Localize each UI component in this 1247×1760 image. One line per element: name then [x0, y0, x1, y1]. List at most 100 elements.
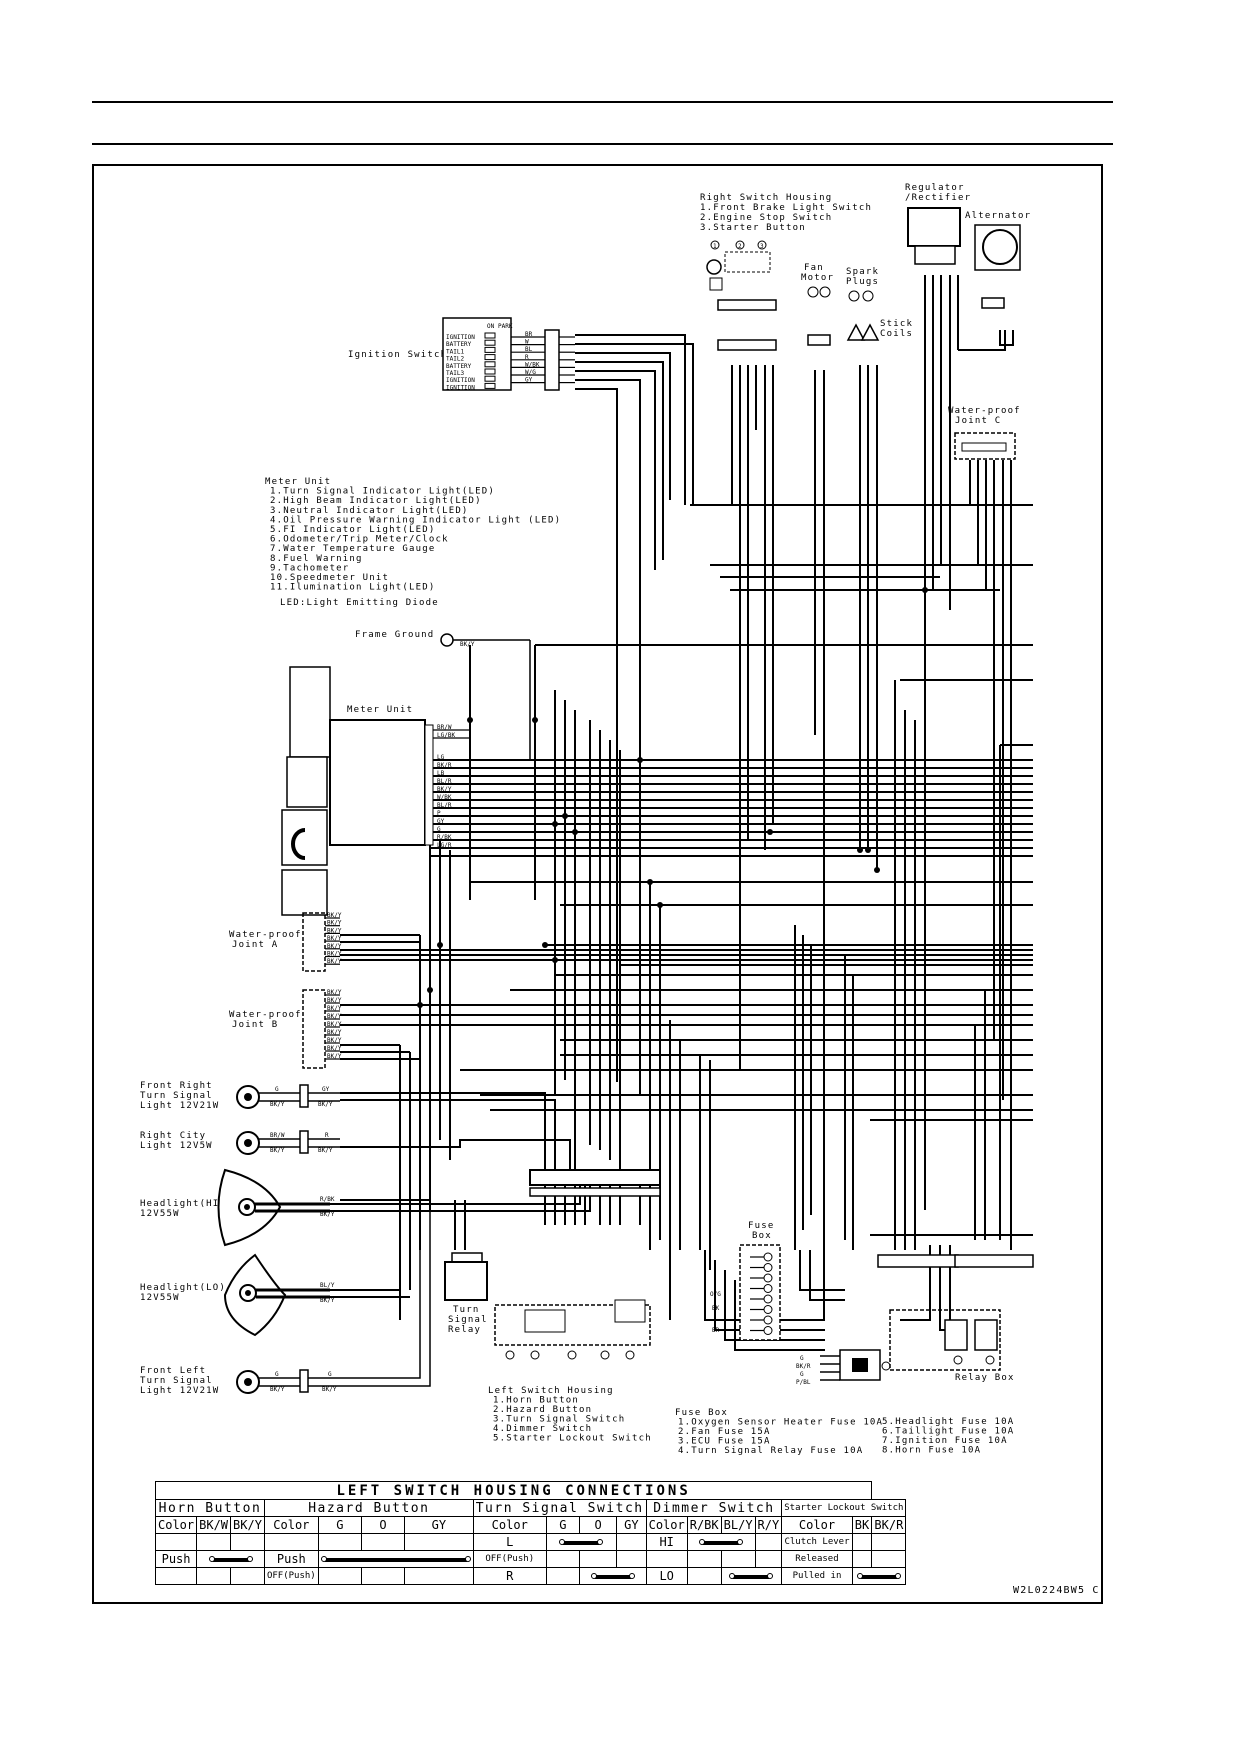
svg-text:Relay: Relay: [448, 1325, 481, 1335]
row-r: R: [472, 1567, 547, 1585]
ignition-row-label: IGNITION: [446, 377, 475, 384]
col-gy: GY: [616, 1516, 647, 1534]
svg-text:2: 2: [738, 243, 742, 250]
ignition-contact: [484, 361, 496, 368]
svg-text:BK/Y: BK/Y: [322, 1386, 337, 1393]
svg-text:12V55W: 12V55W: [140, 1209, 180, 1219]
svg-text:Light 12V21W: Light 12V21W: [140, 1101, 219, 1111]
meter-legend-line: 9.Tachometer: [270, 563, 349, 573]
ignition-wire-label: BL: [525, 346, 533, 353]
fuse-legend-line: 1.Oxygen Sensor Heater Fuse 10A: [678, 1418, 883, 1428]
col-bkr: BK/R: [871, 1516, 907, 1534]
frame-ground: Frame Ground BK/Y: [355, 630, 531, 760]
left-switch-legend-line: 3.Turn Signal Switch: [493, 1415, 625, 1425]
headlight-hi: Headlight(HI) 12V55W R/BK BK/Y: [140, 1168, 335, 1247]
joint-b-wire-label: BK/Y: [327, 1029, 342, 1036]
top-rule-1: [92, 101, 1113, 103]
color-label: Color: [263, 1516, 319, 1534]
alternator: Alternator: [965, 211, 1030, 309]
svg-text:BR/W: BR/W: [270, 1132, 285, 1139]
svg-text:G: G: [328, 1371, 332, 1378]
col-rbk: R/BK: [686, 1516, 722, 1534]
turn-signal-relay: Turn Signal Relay: [444, 1252, 488, 1335]
ignition-contact: [484, 375, 496, 382]
svg-text:Ignition Switch: Ignition Switch: [348, 350, 447, 360]
col-bky: BK/Y: [230, 1516, 265, 1534]
color-label: Color: [645, 1516, 688, 1534]
joint-b-wire-label: BK/Y: [327, 1045, 342, 1052]
left-switch-legend-line: 4.Dimmer Switch: [493, 1424, 592, 1434]
right-switch-title: Right Switch Housing: [700, 193, 832, 203]
relay-box: Relay Box G BK/R G P/BL: [796, 1254, 1034, 1386]
svg-text:BK/R: BK/R: [796, 1363, 811, 1370]
row-off-push-hazard: OFF(Push): [263, 1567, 319, 1585]
svg-text:Water-proof: Water-proof: [229, 1010, 302, 1020]
color-label: Color: [154, 1516, 198, 1534]
meter-wire-label: BK/R: [437, 762, 452, 769]
conn-horn: [196, 1550, 265, 1568]
joint-a-wire-label: BK/Y: [327, 951, 342, 958]
meter-wire-label: LB: [437, 770, 445, 777]
svg-text:Motor: Motor: [801, 273, 834, 283]
joint-a-wire-label: BK/Y: [327, 920, 342, 927]
right-switch-housing: Right Switch Housing 1.Front Brake Light…: [700, 193, 871, 351]
meter-wire-label: W/BK: [437, 794, 452, 801]
joint-a-wire-label: BK/Y: [327, 958, 342, 965]
color-label: Color: [781, 1516, 853, 1534]
svg-text:/Rectifier: /Rectifier: [905, 193, 971, 203]
joint-a-wire-label: BK/Y: [327, 935, 342, 942]
ignition-contact: [484, 382, 496, 389]
svg-text:G: G: [800, 1371, 804, 1378]
fuse-legend-line: Fuse Box: [675, 1408, 728, 1418]
meter-wire-label: G: [437, 826, 441, 833]
ignition-wire-label: GY: [525, 377, 533, 384]
joint-b-wire-label: BK/Y: [327, 1037, 342, 1044]
svg-text:BK/Y: BK/Y: [270, 1386, 285, 1393]
fuse-legend-line: 6.Taillight Fuse 10A: [882, 1427, 1014, 1437]
svg-text:G: G: [275, 1086, 279, 1093]
fuse-element: [763, 1294, 773, 1304]
meter-legend-line: 10.Speedmeter Unit: [270, 573, 389, 583]
svg-text:Plugs: Plugs: [846, 277, 879, 287]
svg-text:Relay Box: Relay Box: [955, 1373, 1015, 1383]
svg-text:Turn Signal: Turn Signal: [140, 1376, 213, 1386]
row-released: Released: [781, 1550, 853, 1568]
ignition-col-label: PARK: [498, 323, 513, 330]
svg-text:GY: GY: [322, 1086, 330, 1093]
meter-wire-label: LG/BK: [437, 732, 455, 739]
row-lo: LO: [645, 1567, 688, 1585]
fuse-element: [763, 1315, 773, 1325]
svg-text:Turn: Turn: [453, 1305, 479, 1315]
col-bkw: BK/W: [196, 1516, 232, 1534]
meter-wire-label: P: [437, 810, 441, 817]
meter-legend-line: 11.Ilumination Light(LED): [270, 583, 435, 593]
header-lockout: Starter Lockout Switch: [781, 1499, 907, 1517]
svg-text:2.Engine Stop Switch: 2.Engine Stop Switch: [700, 213, 832, 223]
meter-wire-label: BK/Y: [437, 786, 452, 793]
col-g: G: [545, 1516, 581, 1534]
left-switch-legend-line: 1.Horn Button: [493, 1396, 579, 1406]
left-switch-legend-line: 2.Hazard Button: [493, 1405, 592, 1415]
svg-text:BK/Y: BK/Y: [318, 1101, 333, 1108]
meter-wire-label: BL/R: [437, 778, 452, 785]
drawing-code: W2L0224BW5 C: [1013, 1585, 1100, 1596]
row-hi: HI: [645, 1533, 688, 1551]
svg-text:12V55W: 12V55W: [140, 1293, 180, 1303]
ignition-wire-label: W/BK: [525, 361, 540, 368]
ignition-col-label: ON: [487, 323, 495, 330]
fuse-legend-line: 7.Ignition Fuse 10A: [882, 1436, 1008, 1446]
ignition-contact: [484, 346, 496, 353]
svg-text:Meter Unit: Meter Unit: [347, 705, 413, 715]
meter-legend-line: 8.Fuel Warning: [270, 554, 363, 564]
meter-wire-label: BL/R: [437, 802, 452, 809]
svg-text:Headlight(LO): Headlight(LO): [140, 1283, 226, 1293]
diagram-frame: [92, 164, 1103, 1604]
meter-legend-line: 1.Turn Signal Indicator Light(LED): [270, 487, 495, 497]
fuse-legend-line: 3.ECU Fuse 15A: [678, 1437, 771, 1447]
ignition-row-label: BATTERY: [446, 341, 472, 348]
meter-legend-line: 5.FI Indicator Light(LED): [270, 525, 435, 535]
svg-text:Turn Signal: Turn Signal: [140, 1091, 213, 1101]
svg-text:Joint A: Joint A: [232, 940, 278, 950]
harness-wires: [330, 275, 1033, 1351]
row-push-horn: Push: [154, 1550, 198, 1568]
